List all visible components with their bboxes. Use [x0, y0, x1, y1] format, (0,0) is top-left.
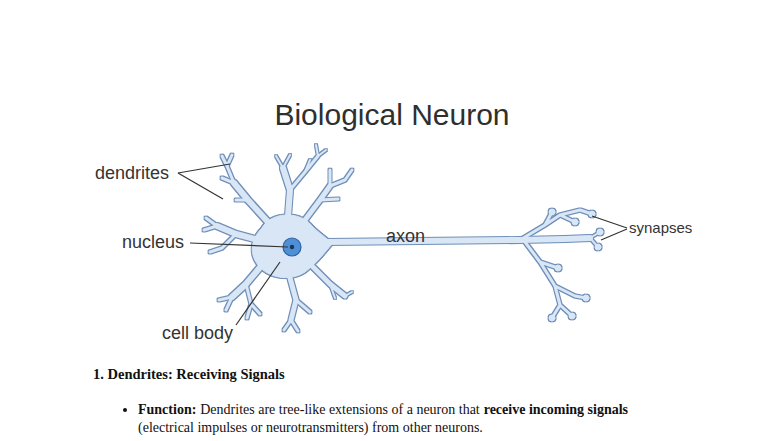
nucleolus-dot — [290, 245, 294, 249]
part-label: dendrites — [95, 163, 169, 184]
leader-lines — [178, 164, 627, 325]
part-label: axon — [386, 226, 425, 247]
part-label: nucleus — [122, 232, 184, 253]
leader-line — [592, 216, 627, 228]
part-label: synapses — [629, 219, 692, 236]
bullet-list: Function: Dendrites are tree-like extensi… — [118, 401, 698, 437]
leader-line — [236, 262, 280, 325]
leader-line — [178, 164, 230, 173]
neuron-outline — [204, 145, 603, 331]
neuron-body — [204, 145, 603, 331]
body-text: (electrical impulses or neurotransmitter… — [138, 419, 698, 437]
diagram-title: Biological Neuron — [0, 98, 784, 132]
part-label: cell body — [162, 323, 233, 344]
body-text: Dendrites are tree-like extensions of a … — [200, 402, 480, 417]
emphasis-text: receive incoming signals — [484, 402, 628, 417]
section-heading: 1. Dendrites: Receiving Signals — [93, 366, 285, 383]
term-label: Function: — [138, 402, 196, 417]
leader-line — [178, 173, 223, 199]
leader-line — [190, 243, 288, 247]
leader-line — [601, 229, 627, 240]
bullet-item: Function: Dendrites are tree-like extensi… — [138, 401, 698, 437]
